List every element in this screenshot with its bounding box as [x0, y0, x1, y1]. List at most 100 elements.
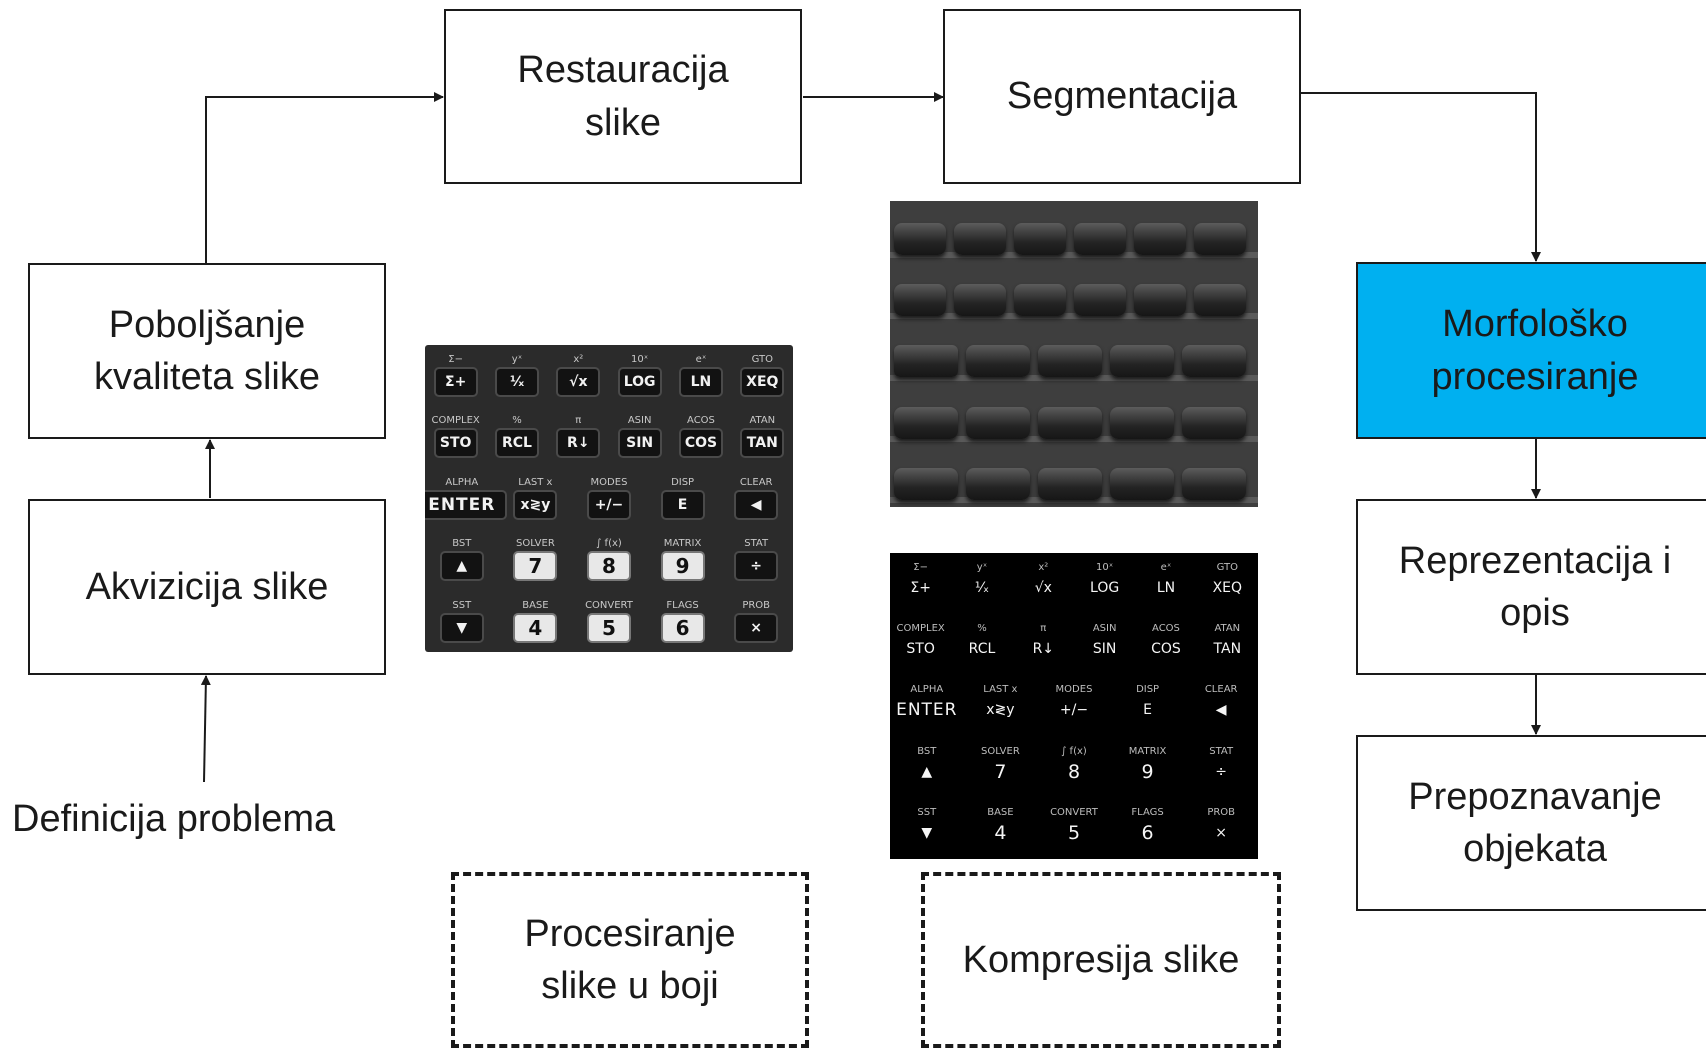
keypad-key: SST▼ — [432, 599, 491, 643]
key-cap-label: ENTER — [425, 489, 507, 520]
segmented-key — [1074, 284, 1126, 317]
key-cap-label: 7 — [513, 551, 558, 582]
key-cap-label: LOG — [1090, 580, 1120, 596]
segmented-key — [954, 284, 1006, 317]
key-shift-label: FLAGS — [666, 599, 699, 611]
keypad-key: ∫ f(x) 8 — [1045, 745, 1104, 785]
node-kompresija-slike: Kompresija slike — [921, 872, 1281, 1048]
keypad-key: MODES+/− — [580, 476, 639, 520]
key-cap-label: STO — [433, 428, 478, 459]
key-shift-label: Σ− — [448, 354, 463, 365]
key-cap-label: +/− — [1059, 702, 1089, 719]
key-shift-label: π — [1040, 623, 1047, 635]
keypad-key: x²√x — [1014, 561, 1073, 601]
key-cap-label: TAN — [740, 428, 785, 459]
key-cap-label: 6 — [660, 612, 705, 643]
key-shift-label: ACOS — [1152, 623, 1180, 635]
key-shift-label: SST — [917, 806, 937, 818]
key-cap-label: ÷ — [734, 551, 779, 582]
key-shift-label: 10ˣ — [631, 354, 649, 365]
node-morfolosko-procesiranje: Morfološko procesiranje — [1356, 262, 1706, 439]
key-shift-label: ∫ f(x) — [1061, 745, 1087, 757]
key-shift-label: COMPLEX — [896, 623, 945, 635]
key-shift-label: ASIN — [627, 415, 652, 427]
key-shift-label: ∫ f(x) — [596, 538, 622, 550]
keypad-key: PROB× — [727, 599, 786, 643]
segmented-key — [1194, 223, 1246, 255]
segmented-key — [1182, 345, 1246, 378]
node-restauracija-slike: Restauracija slike — [444, 9, 802, 184]
key-shift-label: GTO — [1216, 562, 1238, 573]
key-cap-label: LN — [678, 367, 723, 397]
key-cap-label: 6 — [1141, 821, 1154, 844]
keypad-key: STAT÷ — [1192, 745, 1251, 785]
segmented-key — [1038, 406, 1102, 439]
key-cap-label: ▼ — [439, 612, 484, 643]
key-shift-label: SST — [452, 599, 472, 611]
key-shift-label: STAT — [1209, 745, 1234, 757]
segmented-key — [1014, 284, 1066, 317]
segmented-key — [1110, 467, 1174, 500]
node-poboljsanje-kvaliteta-slike: Poboljšanje kvaliteta slike — [28, 263, 386, 439]
key-cap-label: ◀ — [734, 489, 779, 520]
key-cap-label: TAN — [1213, 641, 1242, 658]
segmented-key — [1134, 284, 1186, 317]
key-cap-label: 9 — [1141, 760, 1154, 783]
keypad-key: ∫ f(x)8 — [580, 537, 639, 582]
keypad-key: Σ−Σ+ — [891, 561, 950, 601]
key-cap-label: 8 — [586, 551, 631, 582]
key-cap-label: × — [1215, 824, 1228, 841]
keypad-key: %RCL — [953, 622, 1012, 662]
segmented-key — [1134, 223, 1186, 255]
key-shift-label: eˣ — [695, 354, 707, 365]
key-cap-label: COS — [1151, 641, 1181, 658]
segmented-key — [966, 345, 1030, 378]
segmented-key — [894, 345, 958, 378]
key-shift-label: PROB — [1207, 806, 1236, 818]
key-cap-label: 7 — [994, 760, 1007, 783]
keypad-key: GTO XEQ — [1198, 561, 1257, 601]
segmented-key — [894, 223, 946, 255]
key-cap-label: 8 — [1067, 760, 1081, 783]
key-separator-strip — [890, 313, 1258, 320]
keypad-key: BST▲ — [432, 537, 491, 582]
keypad-key: CLEAR◀ — [727, 476, 786, 520]
key-shift-label: Σ− — [913, 562, 928, 573]
arrow-problem-to-akvizicija — [200, 675, 211, 783]
key-shift-label: MATRIX — [1128, 745, 1167, 757]
key-cap-label: ENTER — [896, 700, 958, 721]
key-shift-label: MATRIX — [663, 538, 702, 550]
segmented-key — [1074, 223, 1126, 255]
key-shift-label: ALPHA — [445, 476, 479, 488]
key-shift-label: BASE — [522, 599, 549, 611]
key-cap-label: XEQ — [1212, 580, 1243, 596]
key-shift-label: ACOS — [687, 415, 715, 427]
segmented-key — [1038, 467, 1102, 500]
key-shift-label: FLAGS — [1131, 806, 1164, 818]
key-cap-label: +/− — [586, 489, 631, 520]
segmented-key — [1182, 406, 1246, 439]
segmented-key — [894, 467, 958, 500]
